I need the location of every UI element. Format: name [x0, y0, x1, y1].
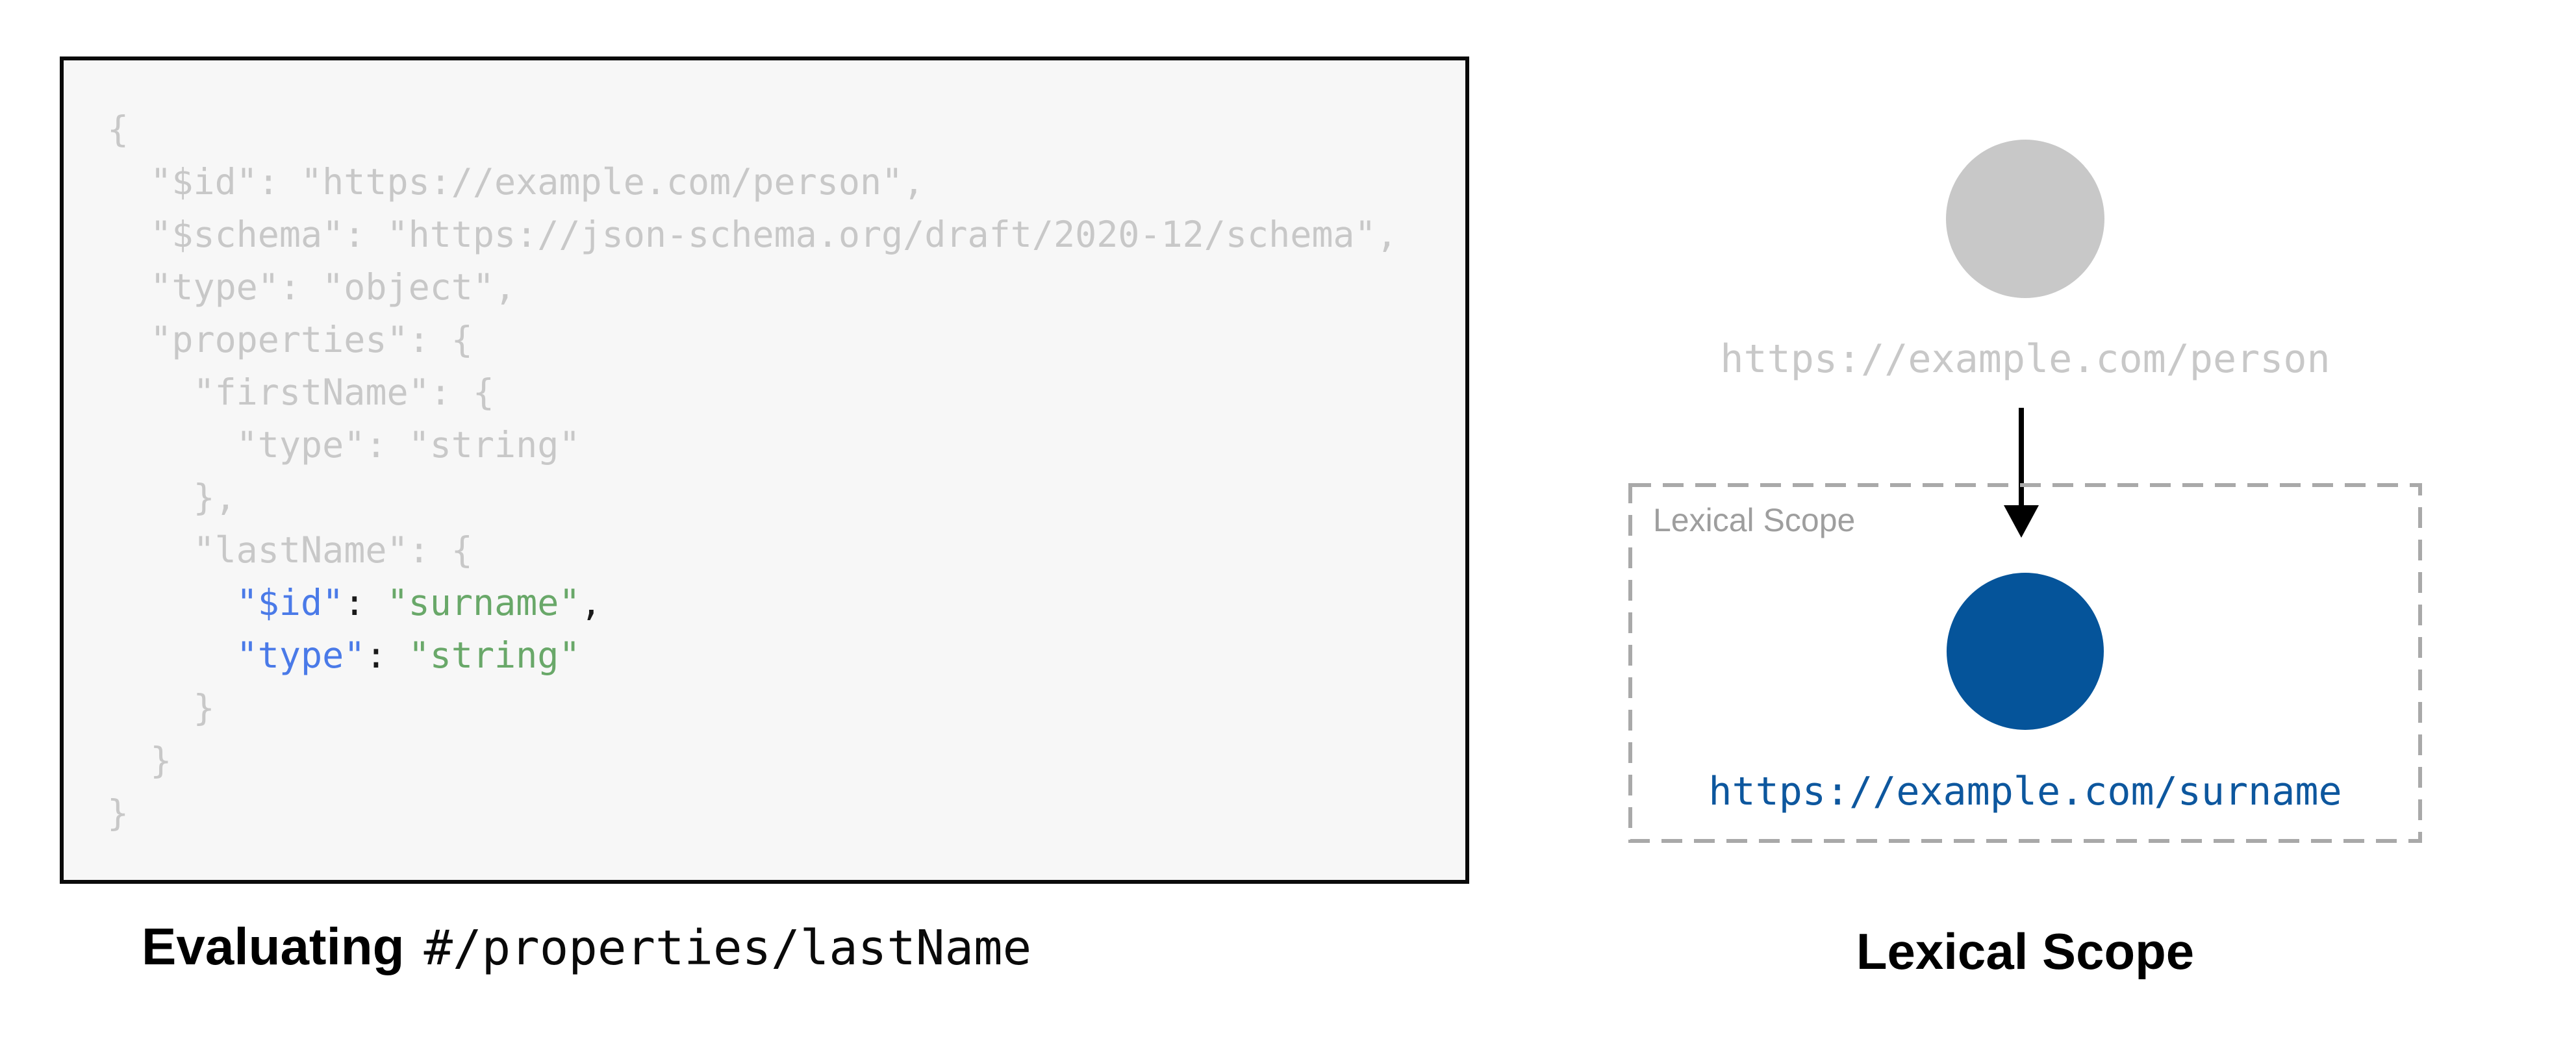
- code-line: },: [107, 477, 236, 518]
- parent-schema-node-circle: [1946, 140, 2104, 298]
- schema-code-panel: { "$id": "https://example.com/person", "…: [60, 56, 1469, 884]
- code-line: }: [107, 740, 172, 781]
- child-schema-uri-label: https://example.com/surname: [1708, 769, 2342, 814]
- code-line: {: [107, 108, 129, 150]
- evaluating-label: Evaluating: [142, 918, 405, 975]
- code-line: "properties": {: [107, 319, 473, 360]
- code-line: "$id": "https://example.com/person",: [107, 161, 925, 203]
- code-line: }: [107, 792, 129, 834]
- code-line: "type": "string": [107, 424, 581, 466]
- evaluating-caption: Evaluating #/properties/lastName: [142, 917, 1031, 977]
- code-block: { "$id": "https://example.com/person", "…: [64, 60, 1465, 840]
- child-schema-node-circle: [1947, 573, 2104, 730]
- code-line: "$id": "surname",: [236, 582, 602, 623]
- parent-schema-uri-label: https://example.com/person: [1720, 336, 2330, 382]
- code-line: "type": "object",: [107, 266, 516, 308]
- lexical-scope-box: [1628, 483, 2422, 843]
- code-line: "type": "string": [236, 634, 581, 676]
- lexical-scope-dashed-border: [1628, 483, 2422, 843]
- code-line: "lastName": {: [107, 529, 473, 571]
- evaluating-pointer-path: #/properties/lastName: [423, 920, 1032, 976]
- lexical-scope-inner-label: Lexical Scope: [1653, 502, 1856, 538]
- code-line: "firstName": {: [107, 371, 495, 413]
- code-line: "$schema": "https://json-schema.org/draf…: [107, 214, 1398, 255]
- code-line: }: [107, 687, 215, 729]
- lexical-scope-caption: Lexical Scope: [1856, 923, 2195, 980]
- arrow-down-icon: [2004, 408, 2039, 538]
